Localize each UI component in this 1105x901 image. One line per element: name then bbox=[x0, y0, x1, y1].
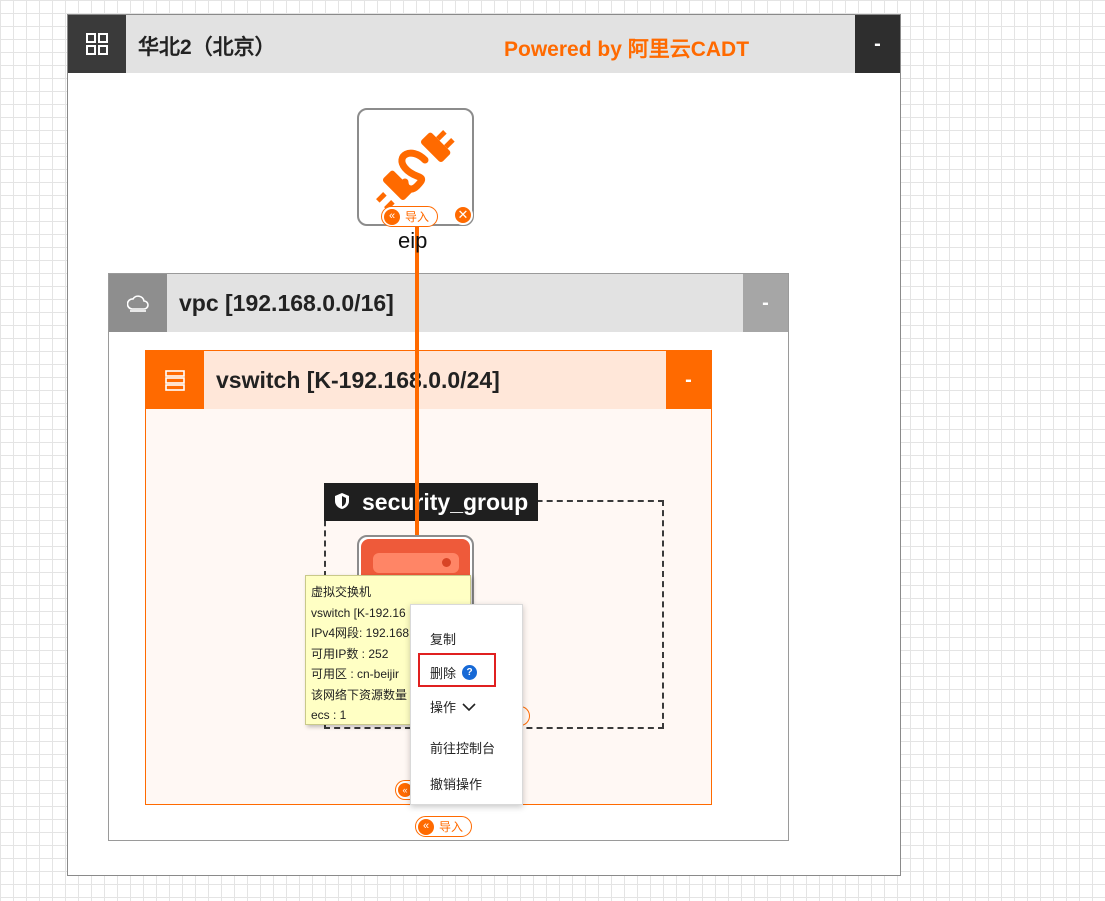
menu-item-label: 删除 bbox=[430, 666, 457, 681]
tooltip-line: 虚拟交换机 bbox=[311, 585, 372, 599]
server-rack-icon bbox=[146, 351, 204, 409]
vswitch-collapse-button[interactable]: - bbox=[666, 351, 711, 409]
tooltip-line: ecs : 1 bbox=[311, 708, 347, 722]
menu-item-label: 前往控制台 bbox=[430, 741, 496, 756]
menu-item-delete[interactable]: 删除 ? bbox=[430, 663, 478, 682]
eip-import-label: 导入 bbox=[405, 210, 430, 224]
vpc-collapse-button[interactable]: - bbox=[743, 274, 788, 332]
security-group-title: security_group bbox=[362, 488, 529, 515]
eip-import-button[interactable]: « 导入 bbox=[381, 206, 439, 227]
menu-item-label: 复制 bbox=[430, 632, 457, 647]
menu-item-copy[interactable]: 复制 bbox=[430, 629, 456, 648]
tooltip-line: 该网络下资源数量 bbox=[311, 687, 408, 702]
menu-item-label: 操作 bbox=[430, 700, 457, 715]
hidden-import-pill-fragment: « bbox=[395, 780, 413, 800]
security-group-label: security_group bbox=[324, 483, 539, 521]
double-left-arrow-icon: « bbox=[418, 818, 434, 835]
eip-link-icon bbox=[375, 130, 455, 211]
menu-item-operations[interactable]: 操作 bbox=[430, 697, 476, 716]
region-header: 华北2（北京） Powered by 阿里云CADT - bbox=[68, 15, 900, 73]
menu-item-label: 撤销操作 bbox=[430, 777, 483, 792]
powered-by-text: Powered by 阿里云CADT bbox=[504, 38, 750, 61]
delete-highlight-box bbox=[418, 653, 496, 687]
vpc-title: vpc [192.168.0.0/16] bbox=[179, 290, 394, 316]
tooltip-line: IPv4网段: 192.168 bbox=[311, 626, 410, 640]
tooltip-line: vswitch [K-192.16 bbox=[311, 605, 406, 620]
region-collapse-button[interactable]: - bbox=[855, 15, 900, 73]
eip-ecs-connection bbox=[415, 226, 419, 535]
menu-item-console[interactable]: 前往控制台 bbox=[430, 738, 495, 757]
vswitch-title: vswitch [K-192.168.0.0/24] bbox=[216, 367, 500, 393]
cloud-icon bbox=[109, 274, 167, 332]
shield-icon bbox=[334, 489, 350, 516]
help-icon[interactable]: ? bbox=[462, 665, 478, 680]
menu-item-undo[interactable]: 撤销操作 bbox=[430, 774, 482, 793]
eip-node[interactable] bbox=[357, 108, 474, 226]
eip-close-icon[interactable]: ✕ bbox=[453, 205, 473, 225]
vswitch-import-label: 导入 bbox=[439, 820, 464, 834]
vswitch-header: vswitch [K-192.168.0.0/24] - bbox=[146, 351, 711, 409]
grid-icon bbox=[68, 15, 126, 73]
vpc-header: vpc [192.168.0.0/16] - bbox=[109, 274, 788, 332]
chevron-down-icon bbox=[462, 702, 476, 711]
region-title: 华北2（北京） bbox=[138, 36, 276, 59]
double-left-arrow-icon: « bbox=[384, 208, 400, 225]
tooltip-line: 可用IP数 : 252 bbox=[311, 646, 389, 661]
double-left-arrow-icon: « bbox=[398, 783, 412, 797]
context-menu: 复制 删除 ? 操作 前往控制台 撤销操作 bbox=[410, 604, 523, 805]
eip-label: eip bbox=[398, 228, 428, 253]
vswitch-import-button[interactable]: « 导入 bbox=[415, 816, 473, 837]
tooltip-line: 可用区 : cn-beijir bbox=[311, 667, 400, 681]
